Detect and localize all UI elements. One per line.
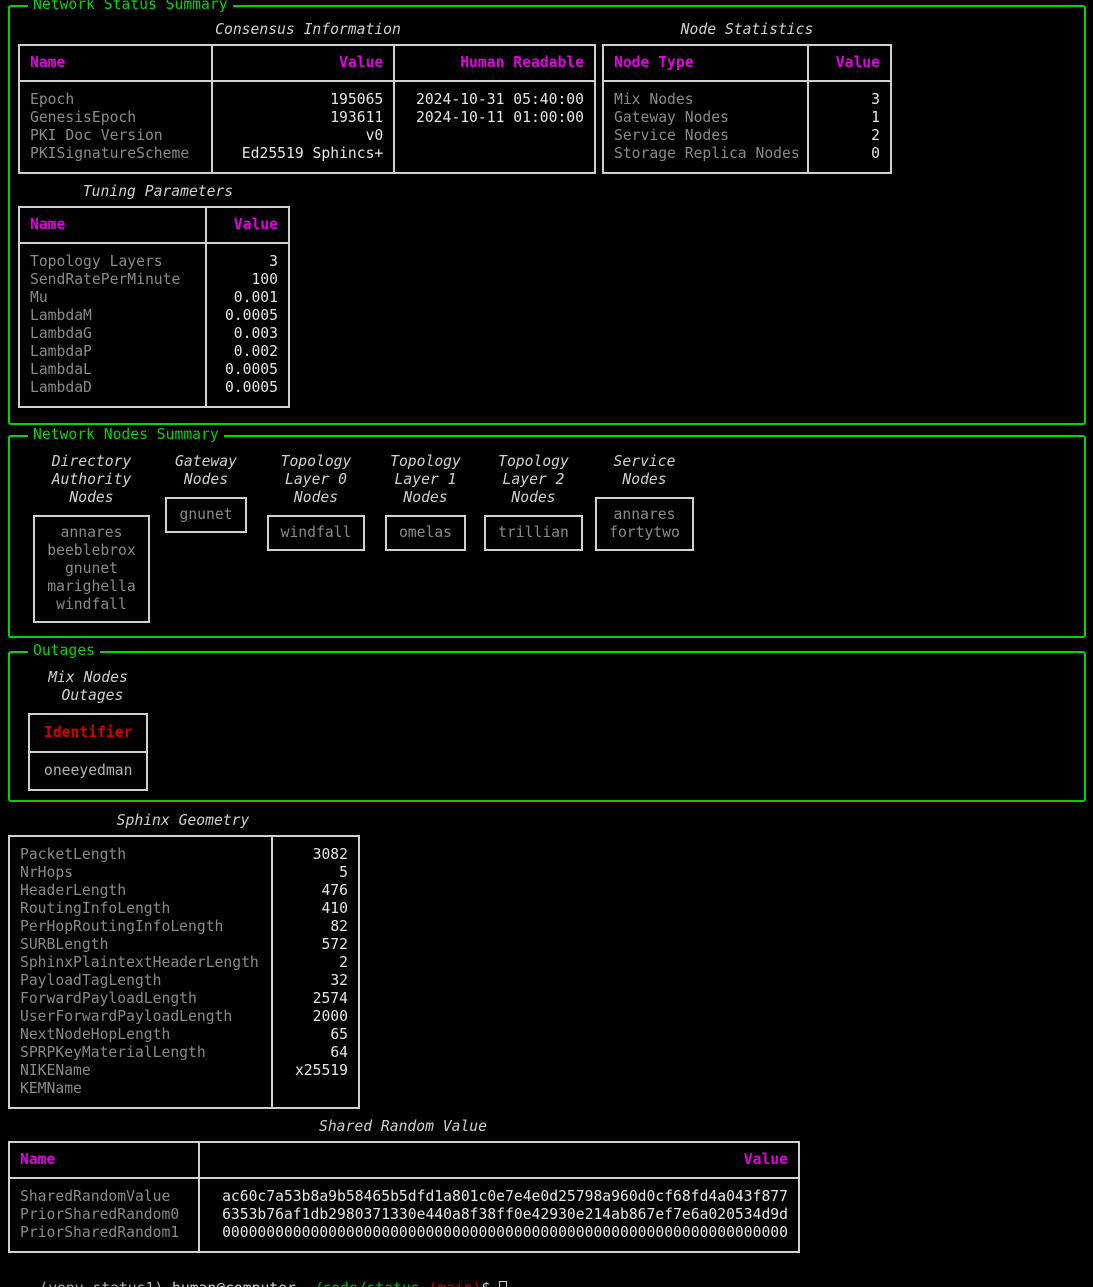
- panel-title-network-nodes-summary: Network Nodes Summary: [28, 426, 224, 444]
- prompt-path: ~/code/status: [305, 1280, 420, 1287]
- table-tuning-parameters: Name Value Topology Layers SendRatePerMi…: [18, 206, 290, 408]
- panel-title-outages: Outages: [28, 642, 100, 660]
- shared-random-names: SharedRandomValue PriorSharedRandom0 Pri…: [20, 1188, 180, 1241]
- node-column-header: Topology Layer 2 Nodes: [498, 453, 569, 506]
- caption-consensus-information: Consensus Information: [215, 21, 401, 38]
- node-column-gateway: Gateway Nodes gnunet: [160, 453, 252, 533]
- node-statistics-values: 3 1 2 0: [871, 91, 880, 162]
- node-column-header: Directory Authority Nodes: [51, 453, 132, 506]
- prompt-symbol: $: [482, 1280, 491, 1287]
- table-row: PacketLength NrHops HeaderLength Routing…: [9, 836, 359, 1108]
- col-header-value: Value: [807, 45, 891, 82]
- col-header-value: Value: [205, 207, 289, 244]
- col-header-name: Name: [9, 1142, 199, 1179]
- table-row: Epoch GenesisEpoch PKI Doc Version PKISi…: [19, 81, 595, 173]
- col-header-name: Name: [19, 45, 212, 82]
- col-header-name: Name: [19, 207, 206, 244]
- panel-title-network-status-summary: Network Status Summary: [28, 0, 233, 14]
- sphinx-geometry-names: PacketLength NrHops HeaderLength Routing…: [20, 846, 259, 1097]
- caption-shared-random-value: Shared Random Value: [318, 1118, 487, 1135]
- node-column-topology-layer-2: Topology Layer 2 Nodes trillian: [478, 453, 589, 551]
- panel-network-status-summary: Network Status Summary Consensus Informa…: [8, 0, 1086, 425]
- node-list-box[interactable]: gnunet: [165, 497, 247, 533]
- table-header-row: Name Value: [19, 207, 289, 244]
- node-list-box[interactable]: annares fortytwo: [595, 497, 694, 551]
- caption-tuning-parameters: Tuning Parameters: [82, 183, 234, 200]
- consensus-names: Epoch GenesisEpoch PKI Doc Version PKISi…: [30, 91, 190, 162]
- node-statistics-names: Mix Nodes Gateway Nodes Service Nodes St…: [614, 91, 800, 162]
- node-list-box[interactable]: annares beeblebrox gnunet marighella win…: [33, 515, 150, 623]
- prompt-venv: (venv_status1): [39, 1280, 163, 1287]
- tuning-parameters-values: 3 100 0.001 0.0005 0.003 0.002 0.0005 0.…: [224, 253, 278, 396]
- consensus-values: 195065 193611 v0 Ed25519 Sphincs+: [241, 91, 384, 162]
- col-header-human-readable: Human Readable: [393, 45, 595, 82]
- outage-identifier: oneeyedman: [44, 762, 133, 779]
- table-row: Mix Nodes Gateway Nodes Service Nodes St…: [603, 81, 891, 173]
- shared-random-values: ac60c7a53b8a9b58465b5dfd1a801c0e7e4e0d25…: [222, 1188, 788, 1241]
- table-shared-random-value: Name Value SharedRandomValue PriorShared…: [8, 1141, 800, 1253]
- node-column-header: Gateway Nodes: [175, 453, 237, 488]
- node-list-box[interactable]: omelas: [384, 515, 467, 551]
- node-column-header: Topology Layer 0 Nodes: [280, 453, 352, 506]
- table-row: Topology Layers SendRatePerMinute Mu Lam…: [19, 243, 289, 407]
- table-header-row: Name Value: [9, 1142, 799, 1179]
- col-header-identifier: Identifier: [29, 714, 148, 753]
- prompt-git-branch: (main): [428, 1280, 481, 1287]
- node-list-box[interactable]: trillian: [484, 515, 583, 551]
- node-column-header: Topology Layer 1 Nodes: [390, 453, 461, 506]
- col-header-value: Value: [198, 1142, 799, 1179]
- table-node-statistics: Node Type Value Mix Nodes Gateway Nodes …: [602, 44, 892, 174]
- table-header-row: Identifier: [29, 714, 148, 753]
- table-consensus-information: Name Value Human Readable Epoch GenesisE…: [18, 44, 596, 174]
- caption-node-statistics: Node Statistics: [680, 21, 814, 38]
- terminal-cursor[interactable]: [499, 1281, 508, 1287]
- caption-mix-nodes-outages: Mix Nodes Outages: [48, 669, 128, 704]
- panel-network-nodes-summary: Network Nodes Summary Directory Authorit…: [8, 426, 1086, 638]
- panel-outages: Outages Mix Nodes Outages Identifier one…: [8, 642, 1086, 802]
- col-header-value: Value: [210, 45, 395, 82]
- caption-sphinx-geometry: Sphinx Geometry: [116, 812, 250, 829]
- tuning-parameters-names: Topology Layers SendRatePerMinute Mu Lam…: [30, 253, 181, 396]
- shell-prompt[interactable]: (venv_status1) human@computer ~/code/sta…: [4, 1262, 508, 1287]
- table-row: oneeyedman: [29, 752, 147, 790]
- node-column-service: Service Nodes annares fortytwo: [593, 453, 696, 551]
- node-column-directory-authority: Directory Authority Nodes annares beeble…: [24, 453, 159, 623]
- table-header-row: Node Type Value: [603, 45, 891, 82]
- table-sphinx-geometry: PacketLength NrHops HeaderLength Routing…: [8, 835, 360, 1109]
- col-header-node-type: Node Type: [603, 45, 808, 82]
- node-column-topology-layer-0: Topology Layer 0 Nodes windfall: [259, 453, 373, 551]
- consensus-human-readable: 2024-10-31 05:40:00 2024-10-11 01:00:00: [415, 91, 584, 126]
- table-header-row: Name Value Human Readable: [19, 45, 595, 82]
- prompt-user-host: human@computer: [172, 1280, 296, 1287]
- sphinx-geometry-values: 3082 5 476 410 82 572 2 32 2574 2000 65 …: [294, 846, 348, 1079]
- node-column-topology-layer-1: Topology Layer 1 Nodes omelas: [376, 453, 475, 551]
- node-column-header: Service Nodes: [613, 453, 676, 488]
- node-list-box[interactable]: windfall: [266, 515, 366, 551]
- table-mix-nodes-outages: Identifier oneeyedman: [28, 713, 149, 791]
- table-row: SharedRandomValue PriorSharedRandom0 Pri…: [9, 1178, 799, 1252]
